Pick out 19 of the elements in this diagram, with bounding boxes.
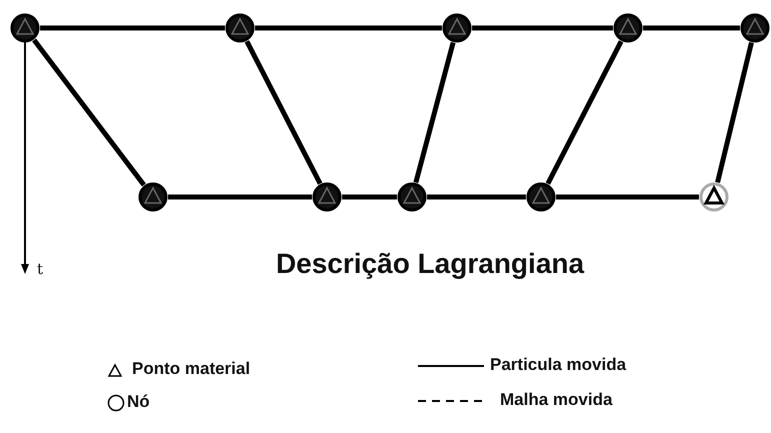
- connector-line: [427, 194, 526, 200]
- connector-line: [40, 26, 225, 30]
- axis-label: t: [37, 260, 44, 278]
- connector-line: [556, 194, 699, 200]
- connector-line: [546, 40, 624, 185]
- connector-line: [342, 194, 397, 200]
- connector-line: [32, 38, 146, 187]
- connector-line: [413, 42, 456, 184]
- legend-text: Particula movida: [490, 355, 626, 375]
- connector-line: [472, 26, 613, 30]
- connector-line: [168, 194, 312, 200]
- connector-line: [643, 26, 740, 30]
- connector-line: [255, 26, 442, 30]
- connector-line: [715, 42, 754, 184]
- legend-text: Malha movida: [500, 390, 612, 410]
- diagram-title: Descrição Lagrangiana: [274, 248, 586, 280]
- legend-text: Nó: [127, 392, 150, 412]
- legend-text: Ponto material: [132, 359, 250, 379]
- connector-line: [244, 40, 322, 185]
